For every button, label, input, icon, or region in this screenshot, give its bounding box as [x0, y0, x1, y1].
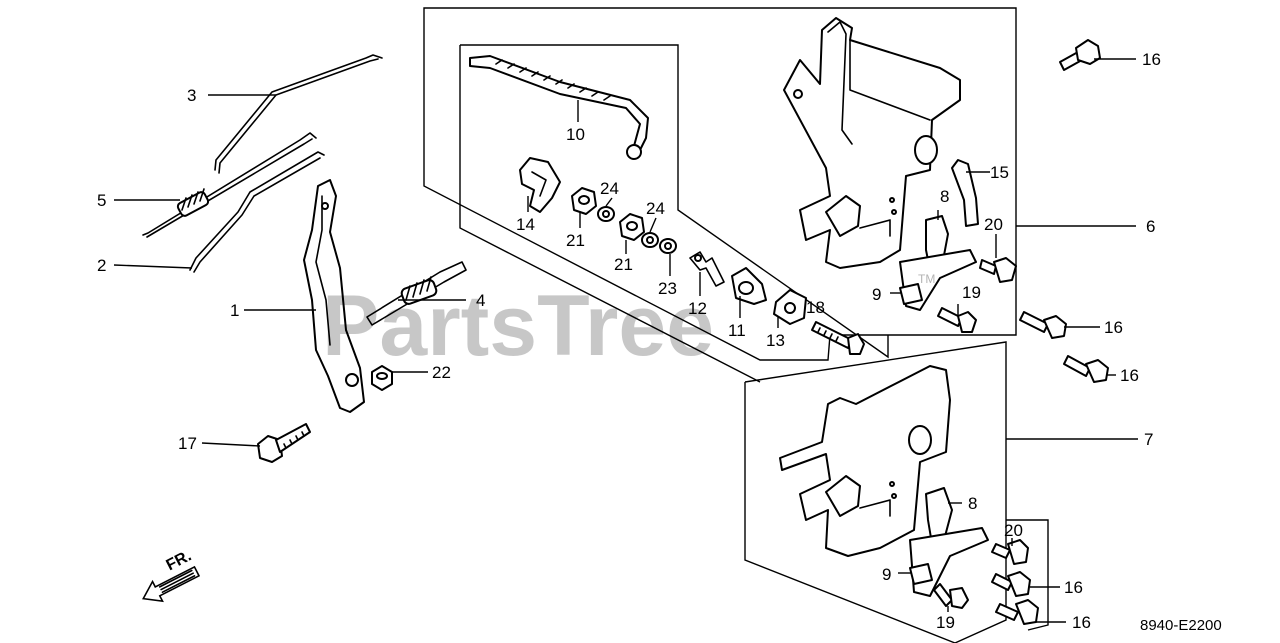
- bolt-part-19-lower: [933, 583, 969, 609]
- watermark-brand: PartsTree: [322, 278, 714, 374]
- bolt-part-19-upper: [937, 307, 977, 333]
- callout-8-lower: 8: [968, 494, 977, 513]
- lever-part-1: [303, 179, 365, 413]
- bolt-part-16-lower-b: [995, 599, 1039, 625]
- bolt-part-17: [257, 423, 311, 463]
- bolt-part-20-lower: [991, 539, 1029, 565]
- callout-22: 22: [432, 363, 451, 382]
- cam-part-11: [731, 267, 767, 305]
- rod-part-3: [214, 54, 383, 174]
- diagram-code: 8940-E2200: [1140, 617, 1222, 634]
- front-direction-arrow: FR.: [142, 547, 201, 603]
- watermark-trademark: TM: [918, 272, 935, 286]
- callout-21-lower: 21: [614, 255, 633, 274]
- callout-1: 1: [230, 301, 239, 320]
- bolt-part-16-right: [1063, 355, 1109, 383]
- callout-10: 10: [566, 125, 585, 144]
- callout-16-right: 16: [1120, 366, 1139, 385]
- callout-7: 7: [1144, 430, 1153, 449]
- group-outline-10-left: [459, 45, 761, 383]
- callout-16-lower-a: 16: [1064, 578, 1083, 597]
- callout-12: 12: [688, 299, 707, 318]
- bolt-part-16-top: [1059, 39, 1101, 71]
- clip-part-15: [951, 159, 979, 227]
- bolt-part-16-lower-a: [991, 571, 1031, 597]
- callout-19-upper: 19: [962, 283, 981, 302]
- callout-19-lower: 19: [936, 613, 955, 632]
- callout-14: 14: [516, 215, 535, 234]
- callout-15: 15: [990, 163, 1009, 182]
- callout-16-lower-b: 16: [1072, 613, 1091, 632]
- callout-18: 18: [806, 298, 825, 317]
- nut-part-22: [371, 365, 393, 391]
- callout-16-mid: 16: [1104, 318, 1123, 337]
- callout-24-upper: 24: [600, 179, 619, 198]
- bracket-part-7: [779, 365, 951, 557]
- plate-part-9-lower: [909, 527, 989, 597]
- callout-16-top: 16: [1142, 50, 1161, 69]
- callout-11: 11: [728, 321, 746, 340]
- callout-13: 13: [766, 331, 785, 350]
- leader-lines: [113, 58, 1138, 623]
- callout-6: 6: [1146, 217, 1155, 236]
- callout-4: 4: [476, 291, 485, 310]
- callout-5: 5: [97, 191, 106, 210]
- bolt-part-20-upper: [979, 257, 1017, 283]
- spring-icon: [176, 188, 210, 217]
- group-outline-10: [460, 44, 889, 359]
- group-outline-6: [423, 7, 1017, 361]
- callout-labels: 3 5 2 1 4 22 17 10 14 21 24 24 21 23 12 …: [97, 50, 1161, 632]
- callout-24-lower: 24: [646, 199, 665, 218]
- callout-20-lower: 20: [1004, 521, 1023, 540]
- plate-part-9-upper: [899, 249, 977, 311]
- bolt-part-16-mid: [1019, 311, 1067, 339]
- bracket-20-16: [1006, 519, 1049, 631]
- group-outline-7: [744, 341, 1007, 643]
- callout-20-upper: 20: [984, 215, 1003, 234]
- callout-2: 2: [97, 256, 106, 275]
- clip-part-14: [519, 157, 561, 213]
- callout-21-upper: 21: [566, 231, 585, 250]
- washer-part-24-upper: [597, 206, 615, 222]
- nut-part-21-lower: [619, 213, 645, 241]
- callout-3: 3: [187, 86, 196, 105]
- bracket-part-6: [783, 17, 961, 269]
- rod-part-2: [189, 151, 325, 273]
- callout-9-lower: 9: [882, 565, 891, 584]
- callout-23: 23: [658, 279, 677, 298]
- callout-9-upper: 9: [872, 285, 881, 304]
- callout-17: 17: [178, 434, 197, 453]
- bolt-part-18: [811, 321, 865, 355]
- washer-part-23: [659, 238, 677, 254]
- plate-part-13: [773, 289, 807, 325]
- callout-8-upper: 8: [940, 187, 949, 206]
- clip-part-12: [689, 251, 725, 287]
- cable-part-10: [469, 55, 649, 160]
- rod-part-5: [142, 132, 317, 238]
- washer-part-24-lower: [641, 232, 659, 248]
- nut-part-21-upper: [571, 187, 597, 215]
